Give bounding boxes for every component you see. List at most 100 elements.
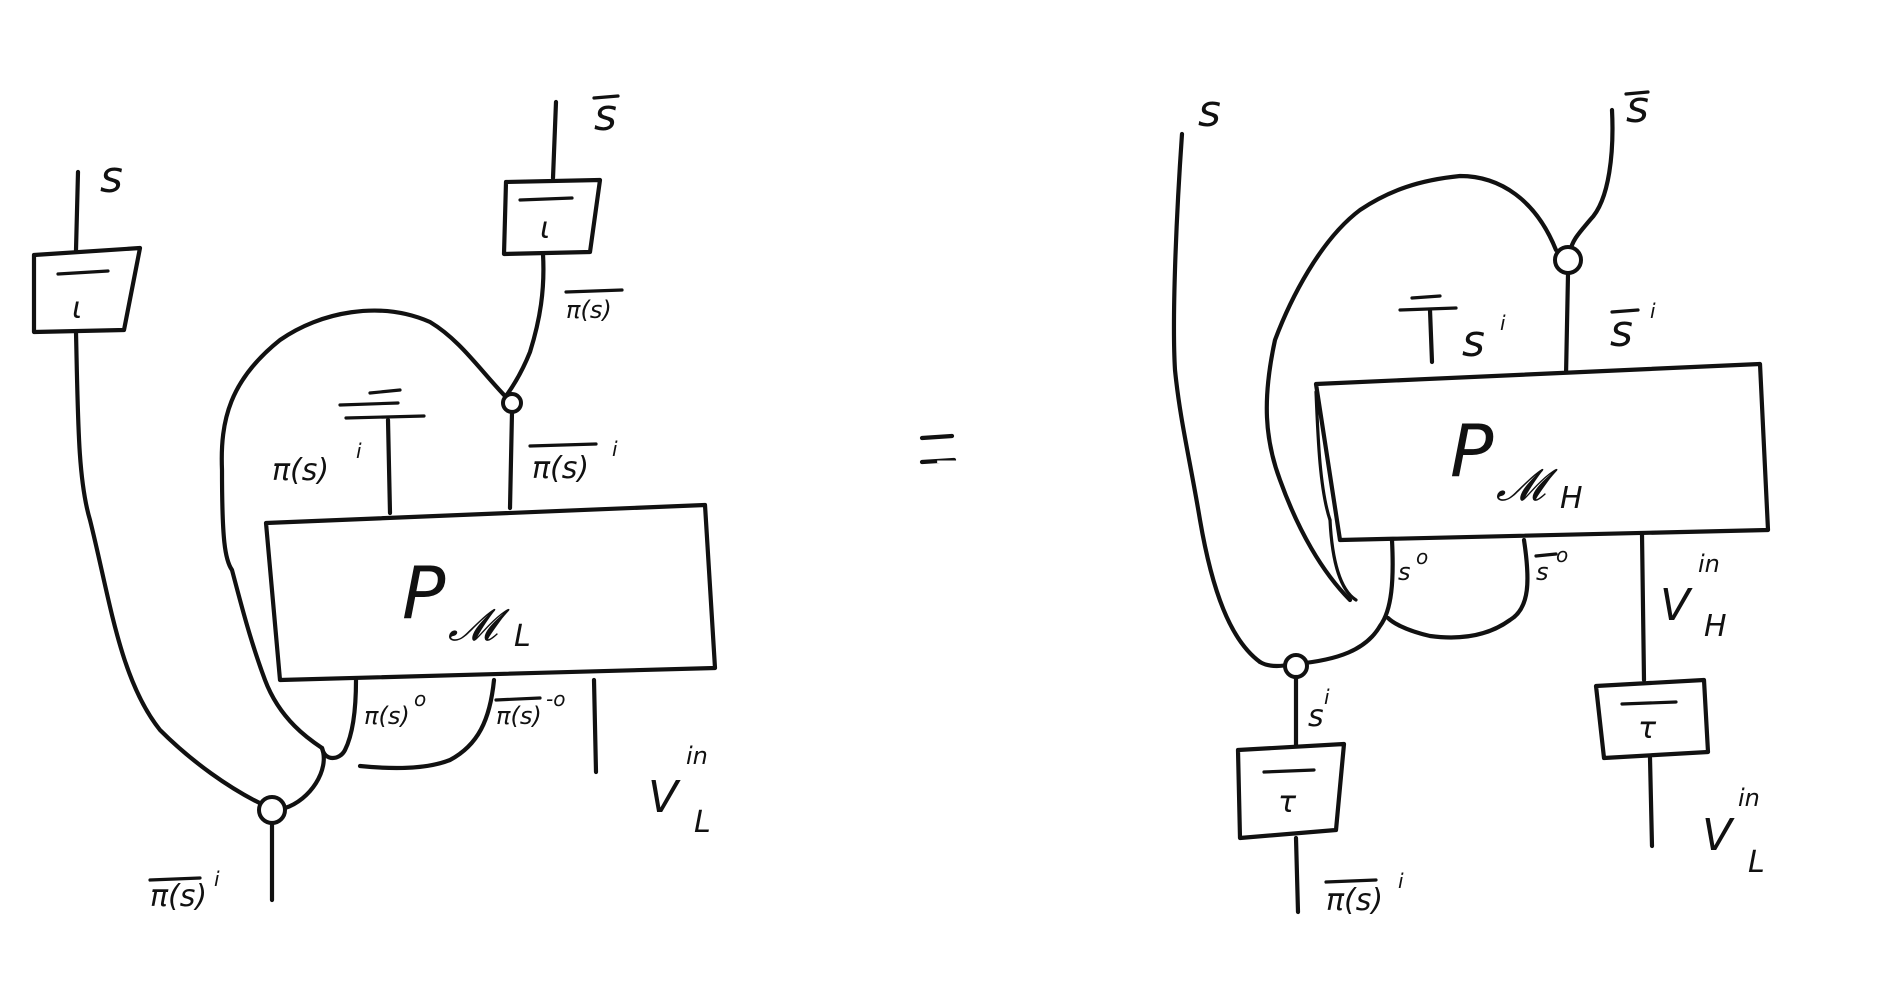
right-label-bottom-sup: i [1398, 869, 1404, 893]
right-bottom-node [1283, 653, 1309, 679]
left-box-iota-s [31, 245, 143, 335]
left-label-s: s [100, 152, 123, 203]
left-label-pi-s-bar-o-sup: -o [546, 687, 565, 711]
right-label-so-sup: o [1416, 545, 1428, 569]
left-doublebar-top-3 [344, 414, 426, 420]
right-label-bottom-overline [1324, 878, 1378, 884]
left-label-pi-s-bar-out: π(s) [566, 296, 612, 324]
left-box-iota-s-bar [56, 269, 110, 276]
left-wire-pi-s-bar-out [357, 677, 497, 771]
right-label-v: V [1702, 810, 1735, 861]
left-wire-pi-s-in [385, 417, 393, 516]
right-label-si-a: s [1462, 316, 1485, 367]
left-label-v-sup: in [686, 742, 708, 770]
right-box-tau-right [1593, 677, 1711, 761]
right-label-sbar-o-overline [1534, 552, 1558, 558]
right-wire-bottom-out [1293, 835, 1301, 915]
left-bottom-node [257, 795, 287, 825]
right-wire-sbar-into-projector [1563, 271, 1571, 379]
right-loop-arc [1264, 173, 1559, 603]
right-doublebar-2 [1398, 306, 1458, 312]
left-label-bottom: π(s) [150, 879, 207, 914]
right-doublebar-1 [1410, 294, 1442, 300]
left-label-v: V [648, 772, 681, 823]
right-projector-p: P [1450, 409, 1494, 493]
right-label-si-a-sup: i [1500, 311, 1506, 335]
right-wire-sbar-top [1567, 107, 1615, 255]
left-label-pi-s-bar-in: π(s) [532, 451, 589, 486]
left-box-iota-sbar-bar [518, 196, 574, 202]
right-box-tau-left [1235, 741, 1347, 841]
left-wire-s-top [73, 169, 81, 253]
right-diagram: s s s i s i P 𝓜 H s o s o V in H s i τ τ… [1171, 82, 1771, 918]
equals-sign-top [919, 433, 955, 441]
right-label-vh: V [1660, 580, 1693, 631]
left-label-pi-s-bar-in-sup: i [612, 437, 618, 461]
right-label-so: s [1398, 558, 1411, 586]
right-projector-box [1313, 361, 1771, 543]
right-wire-tbar-si [1427, 307, 1435, 365]
left-label-pi-s-bar-o-overline [494, 696, 542, 702]
right-label-v-sup: in [1738, 784, 1760, 812]
right-label-si-b: s [1308, 699, 1324, 734]
left-loop-arc [219, 308, 508, 751]
left-projector-p: P [402, 551, 446, 635]
right-top-node [1553, 245, 1583, 275]
right-label-sbar-o-sup: o [1556, 543, 1568, 567]
left-label-bottom-sup: i [214, 867, 220, 891]
right-label-si-b-sup: i [1324, 685, 1330, 709]
right-label-sbar-i-sup: i [1650, 299, 1656, 323]
right-label-v-sub: L [1748, 845, 1765, 880]
left-label-pi-s-out-sup: o [414, 687, 426, 711]
equals-sign-bottom [919, 457, 957, 465]
left-doublebar-top-2 [338, 401, 400, 407]
right-box-inner-left [1314, 390, 1332, 522]
right-wire-sbar-o [1385, 537, 1530, 640]
right-label-sbar-o: s [1536, 558, 1549, 586]
right-label-sbar: s [1626, 82, 1649, 133]
right-label-bottom: π(s) [1326, 883, 1383, 918]
left-label-bottom-overline [148, 876, 202, 882]
left-wire-sbar-down [503, 251, 546, 399]
left-label-sbar: s [594, 90, 617, 141]
right-wire-s-long [1171, 131, 1263, 665]
left-label-v-sub: L [694, 805, 711, 840]
left-label-sbar-overline [592, 94, 620, 100]
equals-sign-text: = [934, 441, 959, 476]
right-box-tau-left-bar [1262, 768, 1316, 774]
equals-sign [919, 433, 957, 465]
left-label-pi-s-in: π(s) [272, 453, 329, 488]
left-doublebar-top-1 [368, 388, 402, 395]
left-projector-box [263, 502, 718, 683]
left-wire-sbar-top [550, 99, 559, 181]
right-label-sbar-i: s [1610, 306, 1633, 357]
right-projector-sub: H [1560, 481, 1583, 516]
right-wire-so [1293, 537, 1395, 667]
right-wire-vh [1639, 531, 1647, 683]
right-box-tau-right-bar [1620, 700, 1678, 706]
left-wire-pi-s-out [319, 677, 359, 761]
right-label-s: s [1198, 86, 1221, 137]
left-label-pi-s-bar-in-overline [528, 442, 598, 448]
left-label-pi-s-in-sup: i [356, 439, 362, 463]
right-label-sbar-i-overline [1610, 308, 1640, 314]
left-projector-sub: L [514, 619, 531, 654]
left-wire-loop-to-node [282, 745, 326, 811]
left-label-pi-s-out: π(s) [364, 702, 410, 730]
left-wire-s-long [73, 329, 273, 811]
right-box-tau-right-text: τ [1638, 711, 1657, 746]
right-label-sbar-overline [1624, 90, 1650, 96]
right-box-tau-left-text: τ [1278, 785, 1297, 820]
right-label-vh-sup: in [1698, 550, 1720, 578]
left-box-iota-s-text: ι [72, 291, 82, 326]
left-diagram: s s ι ι π(s) π(s) i π(s) i P 𝓜 L π(s) o … [31, 90, 718, 914]
left-label-pi-s-bar-out-overline [564, 288, 624, 294]
left-wire-v-out [591, 677, 599, 775]
right-inner-arc [1328, 518, 1358, 602]
left-box-iota-sbar [501, 177, 603, 257]
right-label-vh-sub: H [1704, 609, 1727, 644]
left-label-pi-s-bar-o: π(s) [496, 702, 542, 730]
left-wire-pi-s-bar-in [507, 409, 515, 511]
right-wire-v-out [1647, 755, 1655, 849]
